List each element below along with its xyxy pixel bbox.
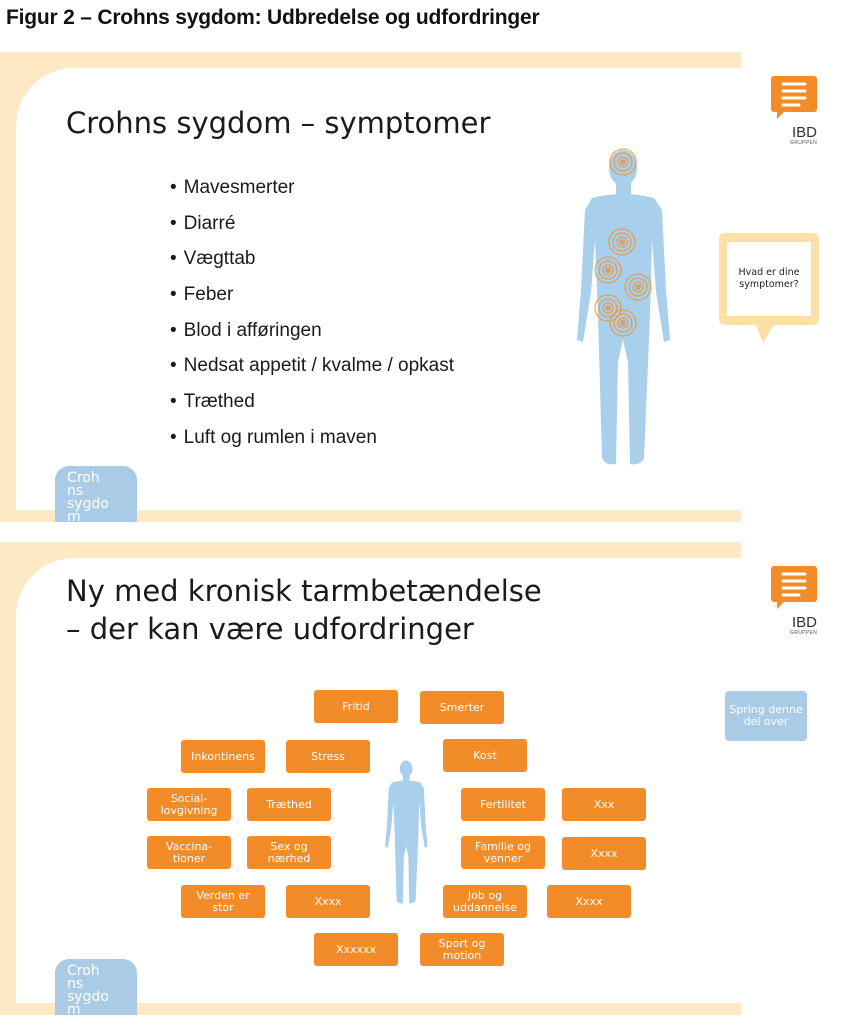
- tab-line: ns: [67, 483, 84, 499]
- speech-bubble-text: Hvad er dine symptomer?: [727, 242, 811, 316]
- symptom-item: Vægttab: [170, 246, 454, 282]
- logo-subtext: GRUPPEN: [790, 140, 817, 146]
- tab-line: Croh: [67, 470, 100, 486]
- challenge-chip: Xxxx: [562, 837, 646, 870]
- symptom-item: Nedsat appetit / kvalme / opkast: [170, 353, 454, 389]
- symptom-item: Træthed: [170, 389, 454, 425]
- slide-challenges: Croh ns sygdo m: [0, 542, 741, 1015]
- challenge-chip: Smerter: [420, 691, 504, 724]
- symptom-item: Blod i afføringen: [170, 318, 454, 354]
- ibd-logo: IBD GRUPPEN: [771, 566, 819, 636]
- challenge-chip: Træthed: [247, 788, 331, 821]
- tab-line: m: [67, 509, 81, 522]
- challenge-chip: Xxxx: [286, 885, 370, 918]
- challenge-chip: Fritid: [314, 690, 398, 723]
- tab-line: ns: [67, 976, 84, 992]
- logo-subtext: GRUPPEN: [790, 630, 817, 636]
- slide1-title: Crohns sygdom – symptomer: [66, 106, 491, 140]
- symptom-list: Mavesmerter Diarré Vægttab Feber Blod i …: [170, 175, 454, 461]
- challenge-chip: Xxxx: [547, 885, 631, 918]
- tab-line: sygdo: [67, 989, 109, 1005]
- challenge-chip: Fertilitet: [461, 788, 545, 821]
- small-body-figure-icon: [385, 760, 428, 904]
- challenge-chip: Inkontinens: [181, 740, 265, 773]
- crohns-section-tab: Croh ns sygdo m: [55, 959, 137, 1015]
- skip-section-button[interactable]: Spring denne del over: [725, 691, 807, 741]
- tab-line: m: [67, 1002, 81, 1015]
- slide2-title-line2: – der kan være udfordringer: [66, 612, 474, 646]
- challenge-chip: Xxxxxx: [314, 933, 398, 966]
- symptom-item: Diarré: [170, 211, 454, 247]
- body-figure-icon: [577, 148, 670, 465]
- tab-line: Croh: [67, 963, 100, 979]
- tab-line: sygdo: [67, 496, 109, 512]
- speech-bubble-tail: [755, 323, 775, 343]
- logo-text: IBD: [791, 124, 817, 141]
- intestine-icon: [771, 76, 817, 119]
- challenge-chip: Xxx: [562, 788, 646, 821]
- challenge-chip: Social-lovgivning: [147, 788, 231, 821]
- slide2-title: Ny med kronisk tarmbetændelse – der kan …: [66, 572, 542, 648]
- ibd-logo: IBD GRUPPEN: [771, 76, 819, 146]
- challenge-chip: Stress: [286, 740, 370, 773]
- logo-text: IBD: [791, 614, 817, 631]
- challenge-chip: Vaccina-tioner: [147, 836, 231, 869]
- figure-caption: Figur 2 – Crohns sygdom: Udbredelse og u…: [6, 6, 540, 29]
- challenge-chip: Kost: [443, 739, 527, 772]
- slide-content-area: [16, 558, 741, 1003]
- symptom-item: Luft og rumlen i maven: [170, 425, 454, 461]
- crohns-section-tab: Croh ns sygdo m: [55, 466, 137, 522]
- slide2-title-line1: Ny med kronisk tarmbetændelse: [66, 574, 542, 608]
- symptom-item: Mavesmerter: [170, 175, 454, 211]
- intestine-icon: [771, 566, 817, 609]
- speech-bubble: Hvad er dine symptomer?: [719, 233, 819, 343]
- symptom-item: Feber: [170, 282, 454, 318]
